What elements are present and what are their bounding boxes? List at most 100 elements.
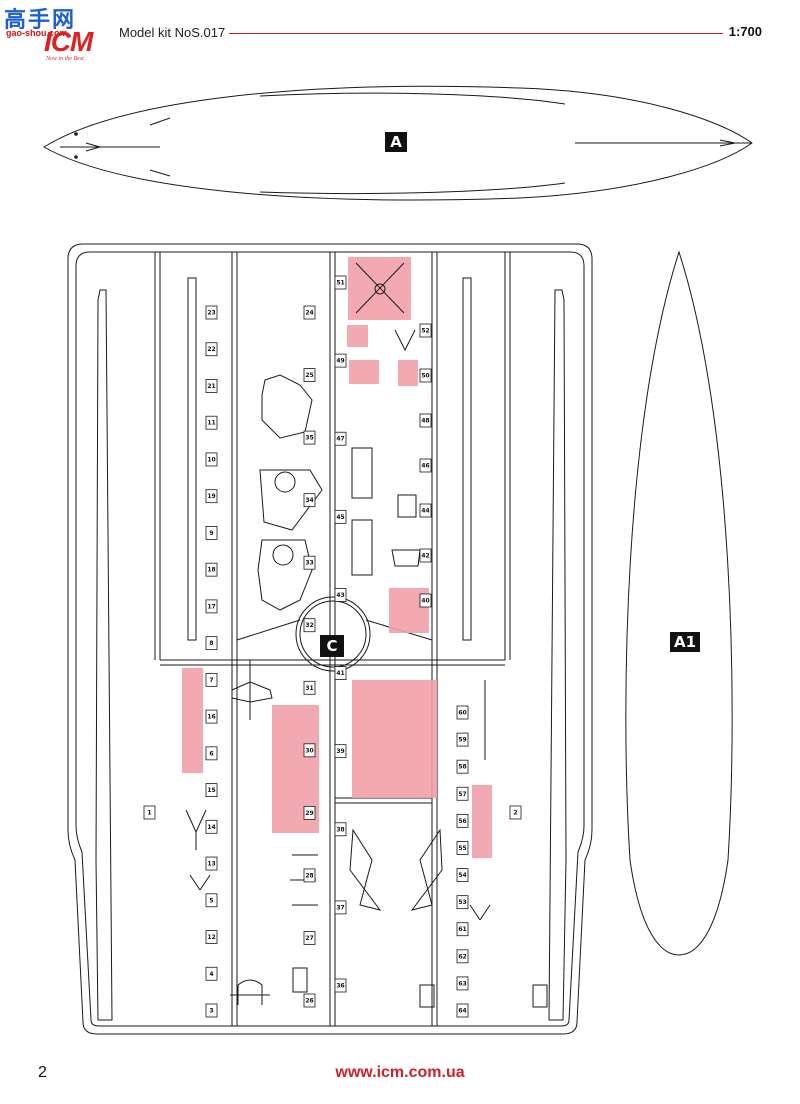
highlighted-parts — [182, 257, 492, 858]
part-number-tag: 25 — [303, 368, 316, 382]
part-number-tag: 13 — [205, 856, 218, 871]
part-number-box — [205, 636, 218, 651]
part-number-box — [334, 431, 347, 446]
part-number-text: 7 — [209, 677, 213, 684]
part-number-text: 54 — [458, 872, 466, 879]
part-number-box — [303, 618, 316, 633]
part-number-text: 50 — [421, 373, 429, 380]
part-number-tag: 44 — [419, 503, 432, 518]
part-number-text: 28 — [305, 872, 313, 879]
hull-part-a — [43, 85, 753, 201]
part-number-box — [419, 548, 432, 563]
part-number-box — [456, 813, 469, 828]
part-number-tag: 28 — [303, 868, 316, 883]
part-number-text: 40 — [421, 598, 429, 605]
part-number-tag: 57 — [456, 786, 469, 801]
part-number-box — [334, 353, 347, 368]
part-number-tag: 52 — [419, 323, 432, 338]
part-number-text: 11 — [207, 420, 215, 427]
part-number-tag: 51 — [334, 275, 347, 290]
part-number-tag: 6 — [205, 746, 218, 761]
part-number-box — [205, 709, 218, 724]
part-number-tag: 61 — [456, 922, 469, 937]
part-label-a: A — [385, 132, 407, 152]
part-number-tag: 17 — [205, 599, 218, 614]
part-number-tag: 2 — [509, 805, 522, 820]
logo-tagline: Now in the Best — [46, 56, 84, 62]
part-number-tag: 58 — [456, 759, 469, 774]
part-number-text: 63 — [458, 980, 466, 987]
part-number-tag: 23 — [205, 305, 218, 320]
part-number-box — [456, 1003, 469, 1018]
part-number-box — [205, 599, 218, 614]
part-number-text: 21 — [207, 383, 215, 390]
part-number-tag: 55 — [456, 841, 469, 855]
part-number-tag: 60 — [456, 705, 469, 720]
part-number-box — [419, 593, 432, 608]
part-number-tag: 64 — [456, 1003, 469, 1018]
part-number-text: 13 — [207, 861, 215, 868]
part-number-text: 52 — [421, 328, 429, 335]
part-number-tag: 31 — [303, 680, 316, 695]
part-number-box — [205, 305, 218, 320]
part-number-tag: 43 — [334, 588, 347, 602]
part-number-tag: 45 — [334, 509, 347, 524]
part-number-box — [456, 895, 469, 910]
part-number-text: 5 — [209, 897, 213, 904]
hull-part-a1 — [625, 250, 733, 956]
part-number-text: 57 — [458, 791, 466, 798]
part-number-box — [419, 368, 432, 383]
part-number-box — [205, 746, 218, 761]
part-number-tag: 53 — [456, 895, 469, 910]
part-number-tag: 63 — [456, 976, 469, 991]
part-number-text: 1 — [147, 810, 151, 817]
part-number-tag: 21 — [205, 379, 218, 393]
part-number-text: 2 — [513, 810, 517, 817]
part-number-text: 6 — [209, 750, 213, 757]
part-number-tag: 56 — [456, 813, 469, 828]
part-number-tag: 18 — [205, 562, 218, 577]
part-number-tag: 15 — [205, 783, 218, 797]
part-number-box — [456, 759, 469, 774]
part-number-tag: 49 — [334, 353, 347, 368]
part-number-tag: 36 — [334, 978, 347, 993]
part-number-box — [419, 458, 432, 473]
part-number-text: 18 — [207, 567, 215, 574]
part-number-box — [456, 841, 469, 855]
part-number-tag: 4 — [205, 966, 218, 981]
page-number: 2 — [38, 1064, 47, 1081]
part-number-text: 61 — [458, 926, 466, 933]
part-number-box — [334, 666, 347, 680]
part-number-text: 62 — [458, 953, 466, 960]
part-number-text: 26 — [305, 998, 313, 1005]
part-number-box — [303, 743, 316, 758]
part-number-box — [334, 744, 347, 759]
part-label-c: C — [320, 635, 344, 657]
part-number-text: 24 — [305, 310, 313, 317]
part-number-text: 22 — [207, 346, 215, 353]
part-number-box — [205, 819, 218, 834]
part-number-tag: 30 — [303, 743, 316, 758]
part-number-box — [419, 413, 432, 428]
site-logo[interactable]: 高手网 gao-shou.com ICM Now in the Best — [4, 2, 116, 68]
part-number-text: 44 — [421, 508, 429, 515]
part-number-box — [419, 323, 432, 338]
part-number-box — [303, 305, 316, 320]
footer-website-link[interactable]: www.icm.com.ua — [335, 1064, 465, 1081]
part-number-box — [205, 856, 218, 871]
part-number-text: 56 — [458, 818, 466, 825]
part-number-text: 59 — [458, 737, 466, 744]
part-number-box — [334, 509, 347, 524]
part-number-box — [205, 783, 218, 797]
part-number-tag: 26 — [303, 993, 316, 1008]
part-number-tag: 38 — [334, 822, 347, 837]
part-number-box — [456, 868, 469, 882]
part-number-tag: 54 — [456, 868, 469, 882]
part-number-tag: 19 — [205, 489, 218, 504]
part-number-box — [205, 966, 218, 981]
part-number-box — [456, 732, 469, 747]
part-number-text: 33 — [305, 560, 313, 567]
part-number-box — [205, 672, 218, 687]
part-number-box — [334, 588, 347, 602]
part-number-box — [334, 275, 347, 290]
